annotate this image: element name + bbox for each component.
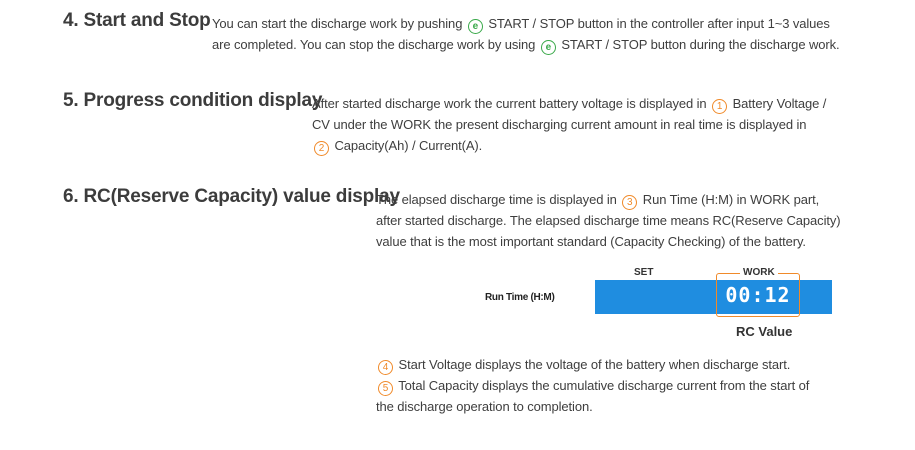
section-6-line-2: after started discharge. The elapsed dis… <box>376 213 841 228</box>
number-4-icon: 4 <box>378 360 393 375</box>
start-stop-key-icon: e <box>540 40 556 55</box>
notes-body: 4 Start Voltage displays the voltage of … <box>376 354 809 417</box>
section-4-line-2: are completed. You can stop the discharg… <box>212 37 840 55</box>
section-6-line-1: The elapsed discharge time is displayed … <box>376 192 820 210</box>
section-5-title: 5. Progress condition display <box>63 90 323 111</box>
note-total-capacity-cont: the discharge operation to completion. <box>376 399 593 414</box>
number-3-icon: 3 <box>622 195 638 210</box>
section-5-line-1: After started discharge work the current… <box>312 96 827 114</box>
number-1-icon: 1 <box>712 99 728 114</box>
start-stop-key-icon: e <box>467 19 483 34</box>
section-6-title: 6. RC(Reserve Capacity) value display <box>63 186 400 207</box>
work-column-label: WORK <box>740 267 778 278</box>
number-5-icon: 5 <box>378 381 393 396</box>
section-4-body: You can start the discharge work by push… <box>212 13 840 55</box>
section-6-line-3: value that is the most important standar… <box>376 234 806 249</box>
run-time-label: Run Time (H:M) <box>485 292 555 303</box>
section-5-line-3: 2 Capacity(Ah) / Current(A). <box>312 135 826 156</box>
note-start-voltage: 4 Start Voltage displays the voltage of … <box>376 354 809 375</box>
run-time-value: 00:12 <box>725 283 791 307</box>
section-5-body: After started discharge work the current… <box>312 93 826 156</box>
note-total-capacity: 5 Total Capacity displays the cumulative… <box>376 375 809 396</box>
number-2-icon: 2 <box>314 141 329 156</box>
display-bar <box>595 280 832 314</box>
set-column-label: SET <box>634 267 654 278</box>
section-5-line-2: CV under the WORK the present dischargin… <box>312 117 807 132</box>
section-4-title: 4. Start and Stop <box>63 10 211 31</box>
section-6-body: The elapsed discharge time is displayed … <box>376 189 841 252</box>
rc-value-label: RC Value <box>736 324 793 339</box>
section-4-line-1: You can start the discharge work by push… <box>212 16 830 34</box>
